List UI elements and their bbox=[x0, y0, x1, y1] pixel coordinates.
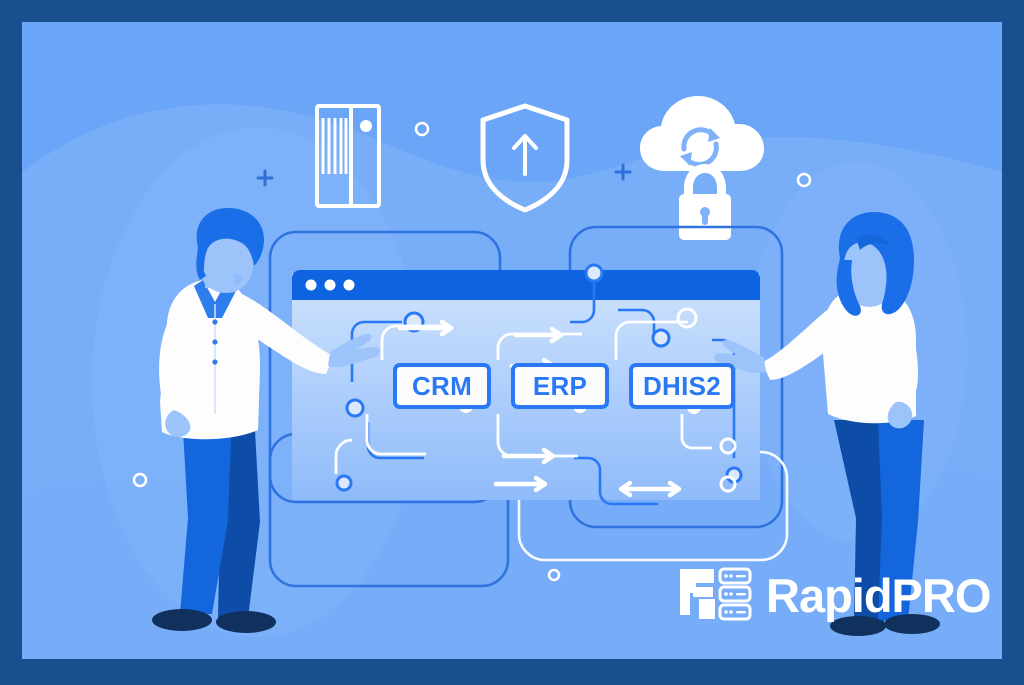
brand-logo-text: RapidPRO bbox=[766, 568, 991, 622]
person-left-arm-hip bbox=[159, 322, 192, 427]
server-rack-logo-icon bbox=[680, 567, 752, 621]
person-left-buttons bbox=[212, 319, 218, 365]
arrow-bidirectional bbox=[618, 480, 682, 498]
browser-titlebar bbox=[292, 270, 760, 300]
circle-outline-small bbox=[547, 568, 561, 582]
arrow-2 bbox=[513, 326, 564, 344]
person-left-shoe-back bbox=[216, 611, 276, 633]
circle-outline-small bbox=[132, 472, 148, 488]
person-right-arm-extended bbox=[762, 296, 858, 380]
padlock-icon bbox=[679, 164, 731, 240]
person-right-shoe-front bbox=[884, 614, 940, 634]
arrow-4 bbox=[501, 447, 556, 465]
decor-marks bbox=[132, 121, 902, 582]
diagram-node-crm-label: CRM bbox=[411, 370, 473, 401]
person-left-leg-front bbox=[180, 412, 232, 614]
person-right-leg-front bbox=[878, 420, 924, 620]
person-right-hand-hip bbox=[887, 401, 913, 429]
cloud-sync-icon bbox=[640, 96, 764, 171]
circle-outline-small bbox=[796, 172, 812, 188]
diagram-node-dhis2[interactable]: DHIS2 bbox=[629, 363, 735, 409]
person-left-hand-hip bbox=[165, 410, 191, 438]
arrow-5 bbox=[493, 475, 548, 493]
dot-1 bbox=[305, 279, 317, 291]
illustration-canvas: CRM ERP DHIS2 bbox=[22, 22, 1002, 659]
plus-marks bbox=[256, 163, 632, 187]
browser-dots bbox=[305, 279, 355, 291]
person-left-hand bbox=[328, 333, 380, 368]
person-left-hair-sideburn bbox=[196, 252, 206, 280]
dot-3 bbox=[343, 279, 355, 291]
person-right-hair-left bbox=[836, 260, 861, 316]
diagram-node-dhis2-label: DHIS2 bbox=[642, 370, 722, 401]
flow-diagram-layer bbox=[334, 263, 743, 506]
diagram-node-crm[interactable]: CRM bbox=[393, 363, 491, 409]
person-right bbox=[714, 212, 940, 636]
person-left-shoe-front bbox=[152, 609, 212, 631]
person-right-hair-bang bbox=[856, 234, 890, 250]
brand-logo[interactable]: RapidPRO bbox=[680, 567, 991, 623]
person-right-shoe-back bbox=[830, 616, 886, 636]
connectors-white bbox=[334, 320, 712, 474]
people-layer bbox=[152, 208, 940, 636]
diagram-node-erp-label: ERP bbox=[532, 370, 588, 401]
dot-2 bbox=[324, 279, 336, 291]
person-left-face-shadow bbox=[234, 274, 242, 284]
arrow-1 bbox=[397, 319, 454, 337]
person-right-leg-back bbox=[834, 420, 894, 622]
person-left-arm-extended bbox=[224, 288, 334, 374]
shield-upload-icon bbox=[480, 103, 570, 213]
sync-arrows-cutout bbox=[680, 127, 720, 167]
diagram-node-erp[interactable]: ERP bbox=[511, 363, 609, 409]
circle-outline-small bbox=[414, 121, 430, 137]
person-left bbox=[152, 208, 380, 633]
person-left-hair bbox=[196, 208, 265, 270]
server-rack-icon bbox=[315, 104, 381, 208]
flow-arrows bbox=[397, 319, 682, 498]
decor-icons-layer bbox=[132, 96, 902, 582]
person-right-arm-hip bbox=[888, 294, 918, 409]
